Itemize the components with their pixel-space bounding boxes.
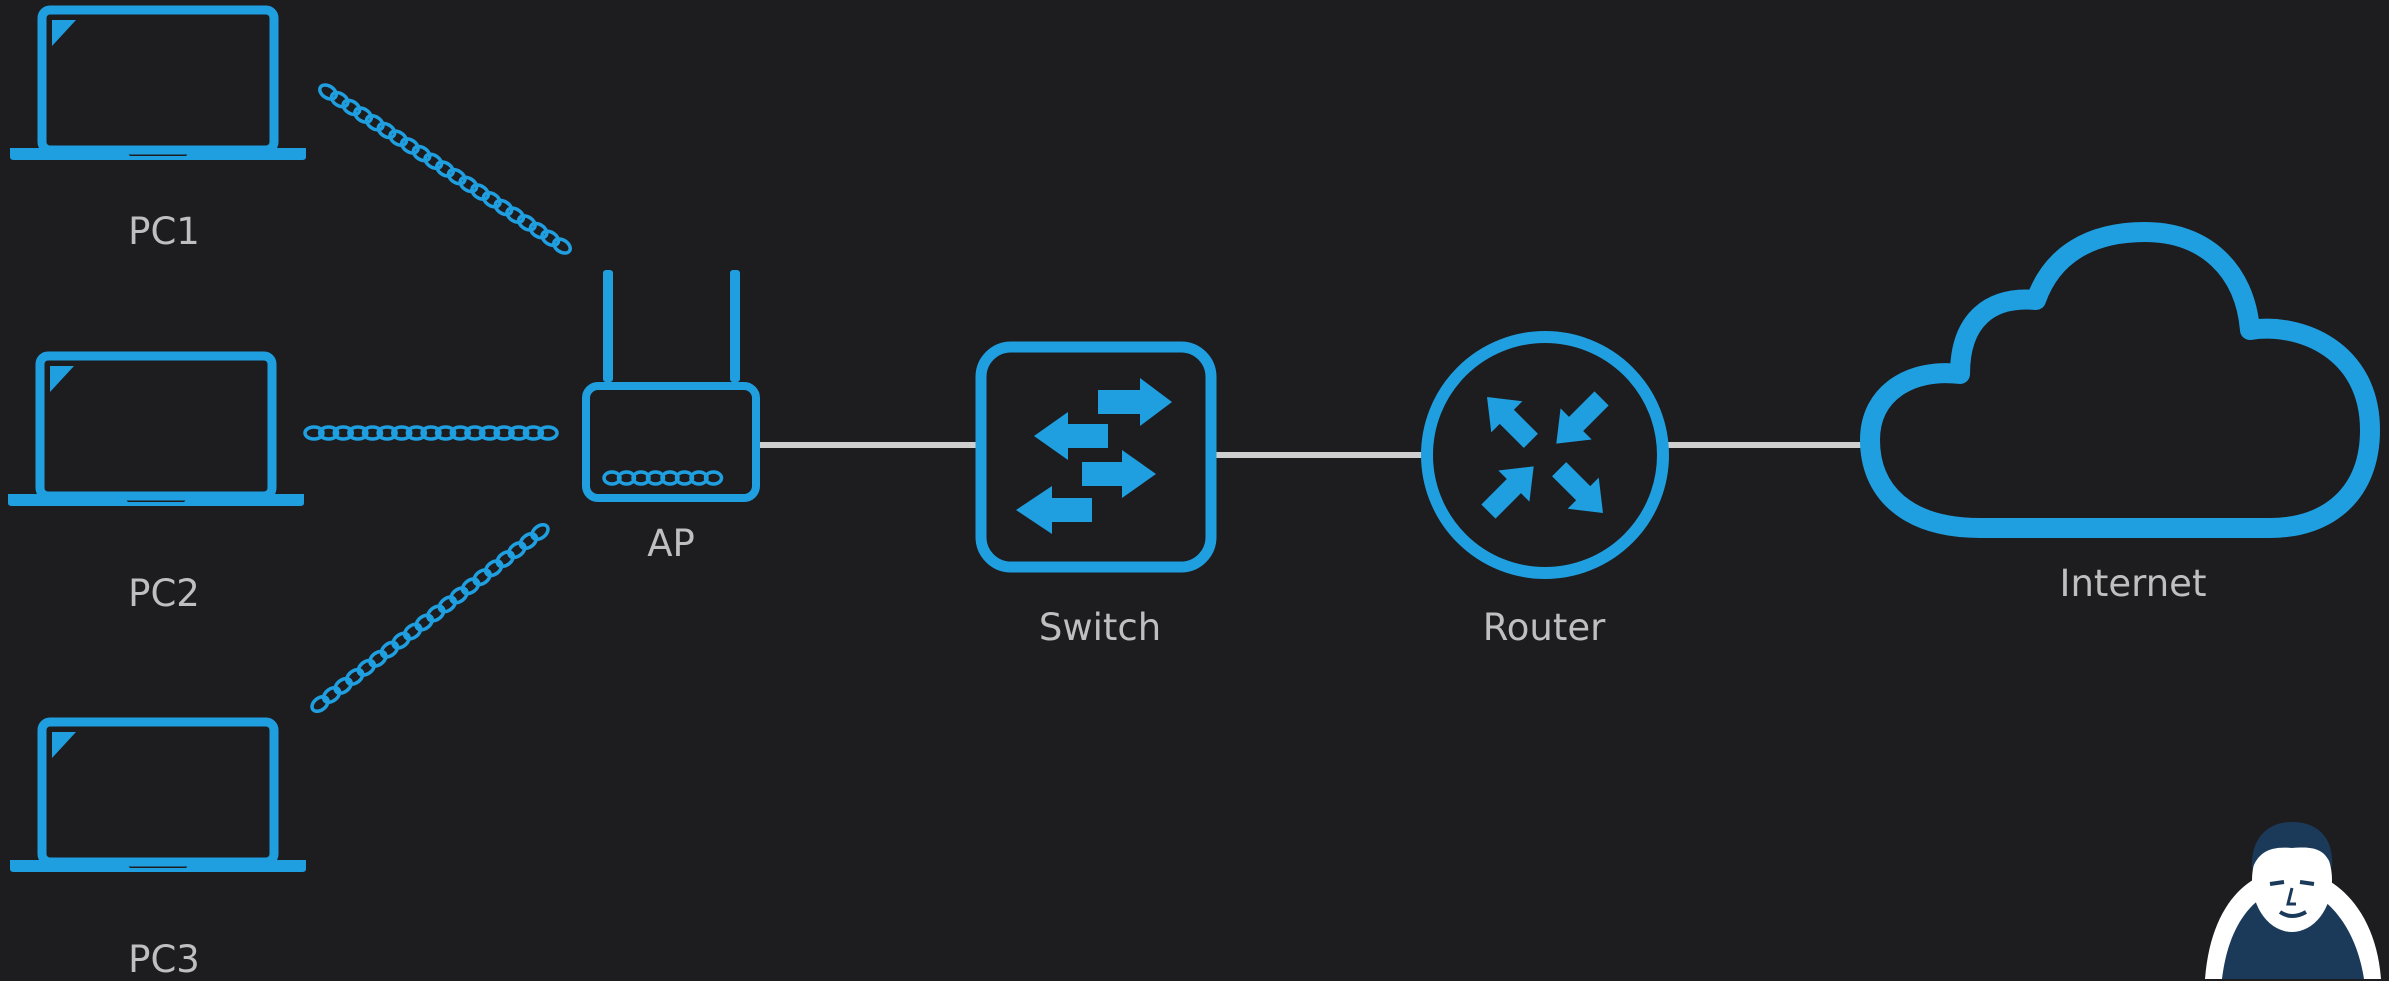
wireless-chain-link: [464, 425, 486, 441]
wireless-chain-link: [376, 425, 398, 441]
wireless-chain-link: [411, 144, 432, 163]
wireless-chain-link: [402, 622, 423, 641]
wireless-access-point-icon: [582, 270, 760, 502]
wireless-chain-link: [379, 640, 400, 659]
wireless-link-pc2-ap: [303, 425, 559, 441]
wireless-chain-link: [423, 152, 444, 171]
wireless-chain-link: [344, 667, 365, 686]
wireless-link-pc3-ap: [310, 522, 550, 714]
pc1-label: PC1: [128, 210, 200, 253]
wireless-chain-link: [426, 604, 446, 623]
wireless-chain-link: [321, 685, 342, 704]
wireless-chain-link: [435, 160, 455, 178]
wireless-chain-link: [434, 425, 457, 441]
laptop-icon: [10, 5, 306, 160]
wireless-chain-link: [458, 175, 479, 194]
wireless-chain-link: [481, 191, 502, 209]
wireless-chain-link: [528, 221, 549, 240]
presenter-logo-icon: [2205, 822, 2381, 979]
wireless-chain-link: [540, 229, 561, 248]
switch-icon: [975, 341, 1217, 573]
ap-label: AP: [647, 522, 695, 565]
wireless-chain-link: [364, 114, 385, 132]
wireless-chain-link: [449, 425, 471, 441]
wireless-chain-link: [530, 522, 550, 542]
wireless-chain-link: [449, 586, 469, 605]
internet-label: Internet: [2059, 562, 2207, 605]
wireless-chain-link: [483, 559, 504, 578]
wireless-chain-link: [518, 532, 539, 551]
wireless-chain-link: [478, 425, 501, 441]
wireless-chain-link: [361, 425, 384, 441]
wireless-chain-link: [460, 577, 481, 596]
wireless-chain-link: [399, 137, 420, 155]
wireless-chain-link: [356, 658, 377, 677]
wireless-chain-link: [332, 425, 354, 441]
laptop-icon: [8, 351, 304, 506]
wireless-chain-link: [505, 206, 526, 224]
wireless-chain-link: [493, 198, 514, 217]
wireless-chain-link: [516, 214, 537, 232]
wireless-chain-link: [472, 568, 492, 587]
wireless-chain-link: [303, 425, 325, 441]
pc3-label: PC3: [128, 938, 200, 981]
wireless-chain-link: [391, 631, 411, 650]
laptop-icon: [10, 717, 306, 872]
wireless-chain-link: [353, 106, 374, 124]
wireless-chain-link: [446, 167, 467, 186]
router-icon: [1421, 331, 1669, 579]
wireless-chain-link: [420, 425, 442, 441]
wireless-chain-link: [414, 613, 434, 632]
wireless-chain-link: [329, 90, 350, 109]
wireless-chain-link: [391, 425, 413, 441]
wireless-chain-link: [318, 83, 338, 101]
wireless-chain-link: [493, 425, 515, 441]
wireless-chain-link: [341, 98, 362, 117]
cloud-icon: [1860, 222, 2380, 538]
pc2-label: PC2: [128, 572, 200, 615]
wireless-chain-link: [333, 676, 353, 695]
wireless-chain-link: [310, 694, 330, 714]
wireless-chain-link: [522, 425, 545, 441]
wireless-chain-link: [508, 425, 530, 441]
wireless-chain-link: [495, 550, 516, 569]
wireless-link-pc1-ap: [318, 83, 572, 255]
wireless-chain-link: [368, 649, 388, 668]
wireless-chain-link: [347, 425, 369, 441]
wireless-chain-link: [507, 541, 527, 560]
wireless-chain-link: [437, 595, 458, 614]
router-label: Router: [1482, 606, 1606, 649]
ap-indicator-link: [703, 470, 724, 486]
wireless-chain-link: [388, 129, 409, 147]
switch-label: Switch: [1038, 606, 1162, 649]
wireless-chain-link: [470, 183, 491, 201]
wireless-chain-link: [537, 425, 559, 441]
wireless-chain-link: [376, 121, 397, 140]
wireless-chain-link: [317, 425, 340, 441]
wireless-chain-link: [552, 237, 572, 255]
wireless-chain-link: [405, 425, 428, 441]
